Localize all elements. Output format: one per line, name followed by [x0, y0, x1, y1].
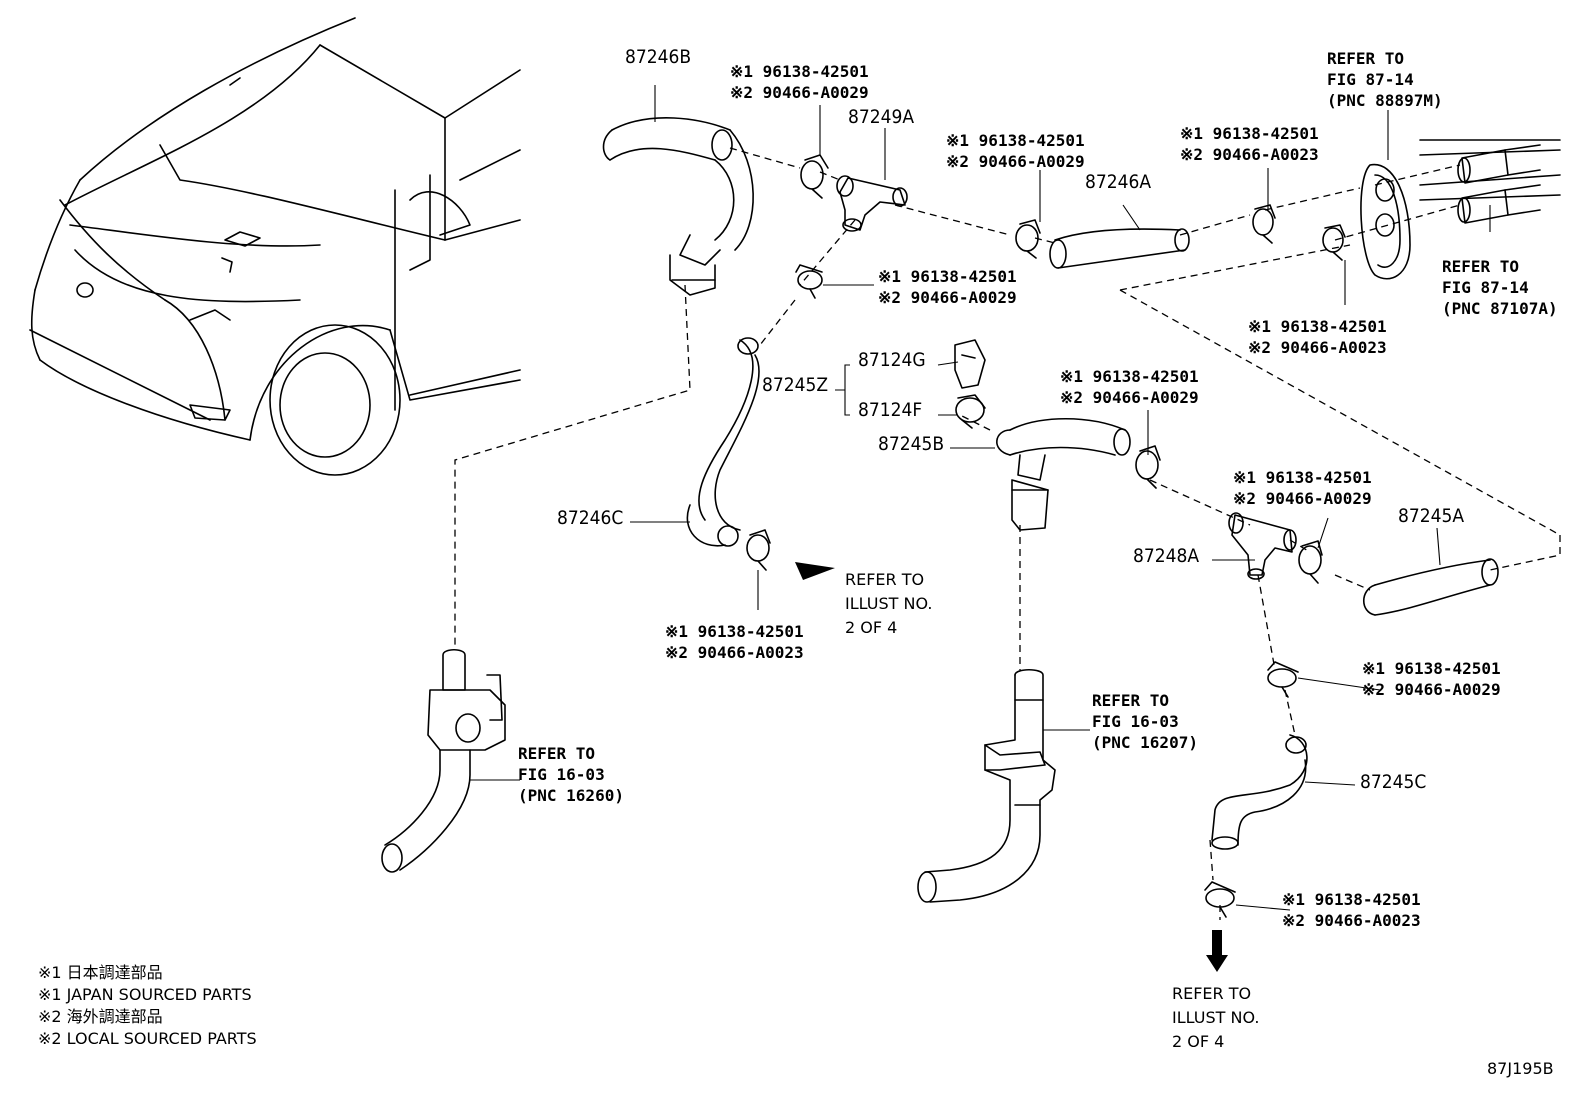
hose-87246B [602, 117, 754, 296]
clamp-label-5: ※1 96138-42501 ※2 90466-A0023 [1248, 317, 1387, 357]
label-87245Z: 87245Z [762, 374, 829, 396]
legend: ※1 日本調達部品 ※1 JAPAN SOURCED PARTS ※2 海外調達… [38, 963, 257, 1048]
refer-illust-1[interactable]: REFER TO ILLUST NO. 2 OF 4 [845, 570, 933, 637]
clamps-drawing [746, 154, 1346, 918]
leader-lines [470, 85, 1491, 972]
label-87245B: 87245B [878, 433, 945, 455]
refer-16260[interactable]: REFER TO FIG 16-03 (PNC 16260) [518, 744, 624, 805]
water-valve [381, 648, 506, 873]
vehicle-illustration [29, 17, 521, 476]
grommet-88897M [1360, 139, 1561, 280]
pipe-16207 [917, 668, 1056, 903]
hose-87245C [1211, 734, 1308, 850]
connection-lines [454, 147, 1561, 920]
hose-87245B [996, 417, 1131, 531]
label-87124F: 87124F [858, 399, 923, 421]
hose-87246C [686, 337, 760, 547]
clamp-label-2: ※1 96138-42501 ※2 90466-A0029 [946, 131, 1085, 171]
diagram-id: 87J195B [1487, 1059, 1554, 1078]
refer-illust-2[interactable]: REFER TO ILLUST NO. 2 OF 4 [1172, 984, 1260, 1051]
clamp-label-4: ※1 96138-42501 ※2 90466-A0029 [878, 267, 1017, 307]
hose-87246A [1049, 228, 1190, 269]
clamp-label-7: ※1 96138-42501 ※2 90466-A0023 [665, 622, 804, 662]
clamp-label-8: ※1 96138-42501 ※2 90466-A0029 [1233, 468, 1372, 508]
label-87246C: 87246C [557, 507, 624, 529]
label-87248A: 87248A [1133, 545, 1200, 567]
label-87246B: 87246B [625, 46, 692, 68]
label-87246A: 87246A [1085, 171, 1152, 193]
refer-87107A[interactable]: REFER TO FIG 87-14 (PNC 87107A) [1442, 257, 1558, 318]
label-87124G: 87124G [858, 349, 926, 371]
label-87249A: 87249A [848, 106, 915, 128]
clamp-label-10: ※1 96138-42501 ※2 90466-A0023 [1282, 890, 1421, 930]
pipe-ends-87107A [1457, 144, 1541, 224]
label-87245A: 87245A [1398, 505, 1465, 527]
refer-16207[interactable]: REFER TO FIG 16-03 (PNC 16207) [1092, 691, 1198, 752]
tee-87248A [1228, 512, 1297, 580]
tee-87249A [836, 175, 908, 232]
refer-88897M[interactable]: REFER TO FIG 87-14 (PNC 88897M) [1327, 49, 1443, 110]
clamp-label-1: ※1 96138-42501 ※2 90466-A0029 [730, 62, 869, 102]
clamp-label-9: ※1 96138-42501 ※2 90466-A0029 [1362, 659, 1501, 699]
label-87245C: 87245C [1360, 771, 1427, 793]
clamp-label-6: ※1 96138-42501 ※2 90466-A0029 [1060, 367, 1199, 407]
hose-87245A [1362, 558, 1499, 616]
clamp-label-3: ※1 96138-42501 ※2 90466-A0023 [1180, 124, 1319, 164]
